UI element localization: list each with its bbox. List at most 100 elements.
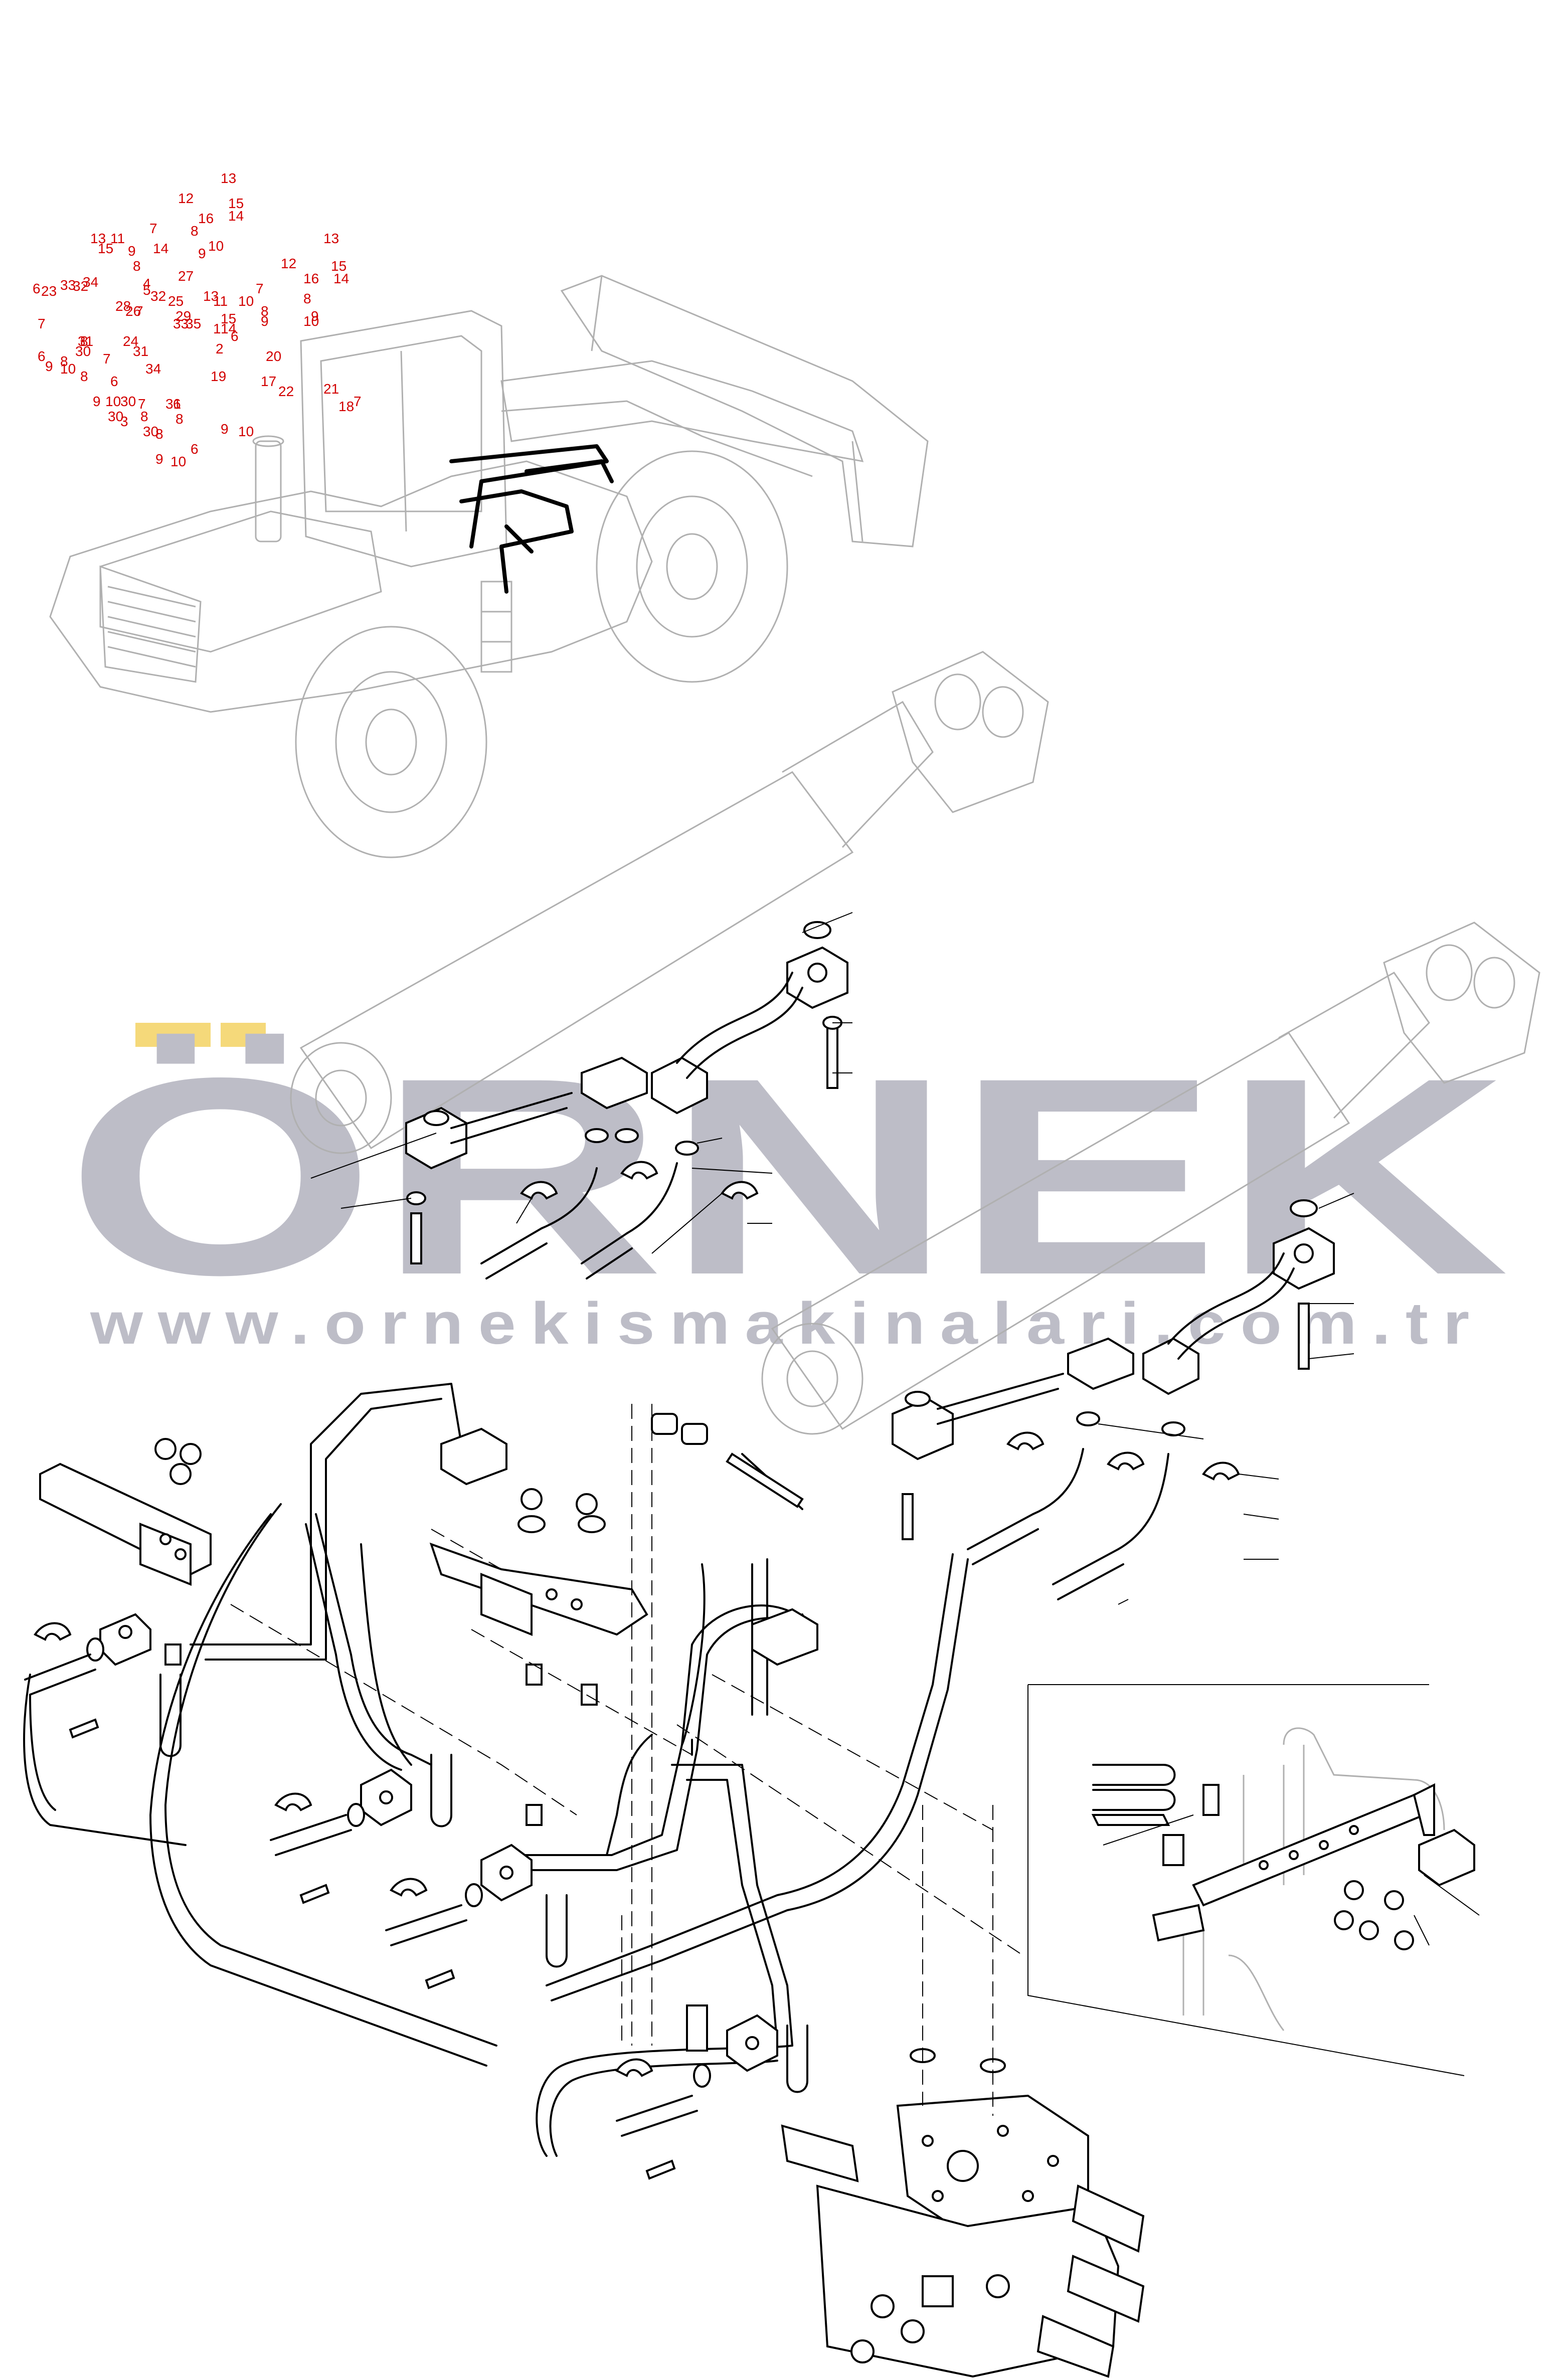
boom-cylinder-lower: [761, 922, 1540, 1435]
callout-label: 30: [75, 343, 91, 359]
callout-label: 30: [143, 424, 158, 439]
watermark-accent-right: [221, 1023, 266, 1047]
callout-label: 18: [338, 399, 354, 414]
callout-label: 4: [143, 276, 151, 291]
callout-label: 6: [231, 328, 239, 344]
callout-label: 8: [191, 223, 199, 239]
callout-label: 5: [143, 282, 151, 298]
callout-label: 35: [186, 316, 201, 331]
lower-hose-assembly: [892, 1193, 1354, 1605]
callout-label: 30: [108, 409, 123, 424]
control-valve: [781, 2094, 1145, 2378]
boom-cylinder-upper: [290, 651, 1049, 1154]
callout-label: 7: [38, 316, 46, 331]
callout-label: 6: [110, 374, 118, 389]
callout-label: 10: [105, 394, 121, 409]
watermark-accent-left: [135, 1023, 211, 1047]
callout-label: 10: [60, 361, 76, 377]
callout-label: 24: [123, 333, 138, 349]
callout-label: 14: [228, 208, 244, 224]
callout-label: 11: [213, 293, 228, 309]
callout-label: 8: [140, 409, 148, 424]
callout-label: 28: [115, 298, 131, 314]
brackets-and-hardware: [24, 1413, 1006, 2180]
callout-label: 7: [256, 281, 264, 296]
callout-label: 15: [221, 311, 236, 326]
callout-label: 6: [173, 396, 181, 412]
callout-label: 32: [73, 278, 88, 294]
upper-hose-assembly: [310, 912, 853, 1279]
callout-label: 7: [103, 351, 111, 367]
callout-label: 26: [125, 303, 141, 319]
callout-label: 34: [83, 274, 98, 290]
callout-label: 9: [45, 358, 53, 374]
callout-label: 29: [176, 308, 191, 324]
callout-label: 9: [311, 308, 319, 324]
callout-label: 10: [303, 313, 319, 329]
callout-label: 16: [198, 211, 214, 226]
callout-label: 10: [238, 424, 254, 439]
callout-label: 8: [303, 291, 311, 306]
callout-label: 6: [191, 441, 199, 457]
callout-label: 13: [221, 170, 236, 186]
callout-label: 9: [261, 313, 269, 329]
callout-label: 31: [133, 343, 148, 359]
callout-label: 7: [135, 303, 143, 319]
callout-label: 10: [208, 238, 224, 254]
callout-label: 6: [33, 281, 41, 296]
callout-label: 23: [41, 283, 57, 299]
callout-label: 10: [238, 293, 254, 309]
callout-label: 8: [261, 303, 269, 319]
callout-label: 6: [38, 348, 46, 364]
callout-label: 20: [266, 348, 281, 364]
callout-label: 17: [261, 374, 276, 389]
wheel-loader-overview: [49, 275, 929, 858]
callout-label: 16: [303, 271, 319, 286]
callout-label: 9: [93, 394, 101, 409]
inset-detail: [1027, 1684, 1480, 2076]
callout-label: 9: [221, 421, 229, 437]
callout-label: 8: [80, 369, 88, 384]
callout-label: 13: [323, 231, 339, 246]
callout-label: 8: [60, 353, 68, 369]
callout-label: 2: [216, 341, 224, 356]
callout-label: 9: [198, 246, 206, 261]
callout-label: 9: [155, 451, 163, 467]
watermark: ÖRNEK www.ornekismakinalari.com.tr: [65, 1019, 1509, 1357]
callout-label: 1: [213, 321, 221, 336]
highlighted-hydraulic-lines: [449, 444, 614, 594]
watermark-url: www.ornekismakinalari.com.tr: [90, 1291, 1484, 1357]
callout-label: 10: [170, 454, 186, 469]
callout-label: 25: [168, 293, 184, 309]
callout-label: 8: [80, 333, 88, 349]
callout-label: 7: [354, 394, 362, 409]
callout-label: 31: [165, 396, 181, 412]
callout-label: 12: [281, 256, 296, 271]
callout-label: 31: [78, 333, 93, 349]
callout-label: 15: [228, 196, 244, 211]
callout-label: 8: [176, 411, 184, 427]
callout-label: 30: [120, 394, 136, 409]
callout-label: 34: [145, 361, 161, 377]
callout-label: 3: [120, 414, 128, 429]
callout-label: 22: [278, 384, 294, 399]
callout-label: 15: [331, 258, 346, 274]
callout-label: 14: [153, 241, 168, 256]
callout-label: 7: [149, 221, 157, 236]
callout-label: 15: [98, 241, 113, 256]
callout-label: 8: [155, 426, 163, 442]
callout-label: 8: [133, 258, 141, 274]
watermark-brand: ÖRNEK: [65, 1019, 1509, 1333]
callout-label: 32: [150, 288, 166, 304]
callout-label: 33: [173, 316, 189, 331]
callout-label: 7: [138, 396, 146, 412]
callout-label: 27: [178, 268, 194, 284]
callout-label: 14: [221, 321, 236, 336]
callout-label: 11: [110, 231, 125, 246]
callout-label: 19: [211, 369, 226, 384]
routed-pipes: [23, 1383, 969, 2157]
callout-label: 21: [323, 381, 339, 397]
callout-label: 9: [128, 243, 136, 259]
